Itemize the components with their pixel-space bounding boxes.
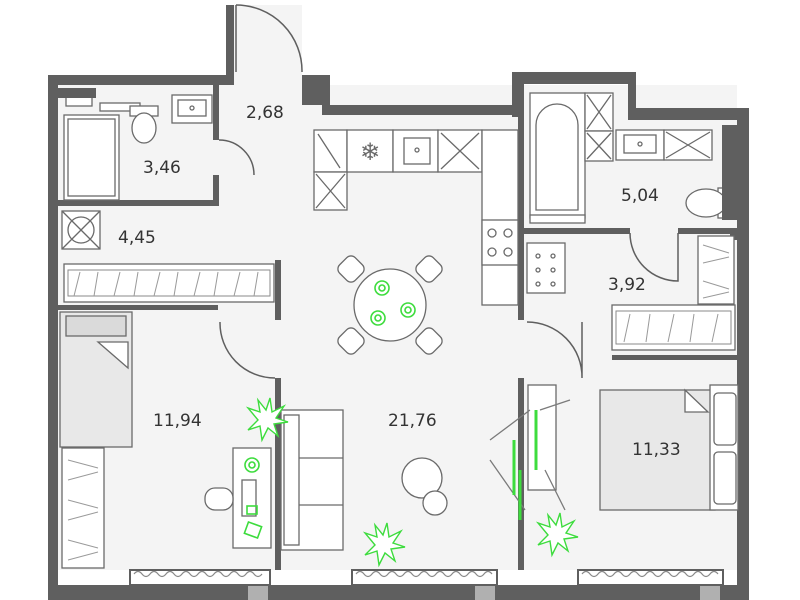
snowflake-icon: ❄ <box>360 138 380 166</box>
living-furniture <box>280 409 448 551</box>
dining-table <box>337 255 443 355</box>
bathroom-2-partition <box>722 125 737 220</box>
plant-icon <box>245 397 289 443</box>
plant-icon <box>535 512 579 558</box>
room-area-living-kitchen: 21,76 <box>388 411 437 431</box>
kitchen-units <box>313 129 566 306</box>
desk-items <box>243 457 263 540</box>
door-swings <box>218 4 679 379</box>
table-setting-icon <box>370 280 416 326</box>
room-area-bedroom-2: 11,33 <box>632 440 681 460</box>
bathroom-1-partition <box>58 88 96 98</box>
wardrobe-bedroom-1 <box>61 447 105 569</box>
bathroom-2-fixtures <box>529 92 733 224</box>
green-light-strips <box>512 410 538 520</box>
room-area-hall-2: 3,92 <box>608 275 646 295</box>
wardrobe-hall-2 <box>697 235 735 305</box>
room-area-hall: 4,45 <box>118 228 156 248</box>
bathroom-1-fixtures <box>63 91 213 201</box>
window-frames <box>248 586 720 600</box>
room-area-bedroom-1: 11,94 <box>153 411 202 431</box>
plant-icon <box>362 522 406 568</box>
bedroom-1-furniture <box>59 311 272 549</box>
hall-washer <box>61 210 101 250</box>
wardrobe-hall <box>63 263 275 303</box>
outer-walls <box>48 5 749 600</box>
bedroom-2-furniture <box>489 384 739 511</box>
room-area-hall-entry: 2,68 <box>246 103 284 123</box>
room-area-bathroom-2: 5,04 <box>621 186 659 206</box>
room-area-bathroom-1: 3,46 <box>143 158 181 178</box>
wardrobe-bedroom-2 <box>611 304 736 351</box>
window-curtains <box>133 570 719 578</box>
